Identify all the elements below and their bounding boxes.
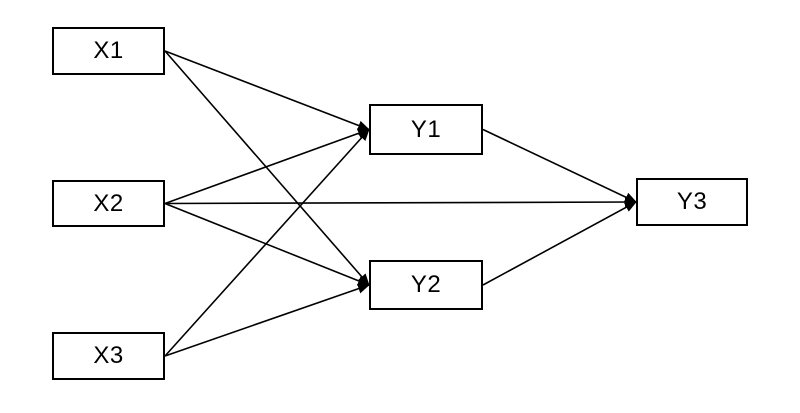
edge-y2-to-y3 <box>482 201 637 286</box>
edge-x1-to-y1 <box>164 50 370 131</box>
node-x2-label: X2 <box>93 189 124 217</box>
node-x3-label: X3 <box>93 342 124 369</box>
node-y3: Y3 <box>636 178 748 226</box>
node-x1: X1 <box>52 27 165 75</box>
node-x1-label: X1 <box>93 37 124 64</box>
node-x2: X2 <box>52 180 165 227</box>
edge-y1-to-y3 <box>482 128 637 203</box>
edge-x3-to-y1 <box>164 128 370 357</box>
node-y1: Y1 <box>369 104 483 155</box>
edge-x3-to-y2 <box>164 283 370 357</box>
node-y1-label: Y1 <box>410 115 442 143</box>
edge-x1-to-y2 <box>164 50 370 286</box>
node-y2: Y2 <box>369 260 483 310</box>
node-x3: X3 <box>52 332 165 380</box>
edge-x2-to-y1 <box>164 128 370 205</box>
edge-x2-to-y2 <box>164 202 370 286</box>
edge-x2-to-y3 <box>164 197 637 208</box>
node-y2-label: Y2 <box>410 271 442 298</box>
node-y3-label: Y3 <box>676 188 708 215</box>
